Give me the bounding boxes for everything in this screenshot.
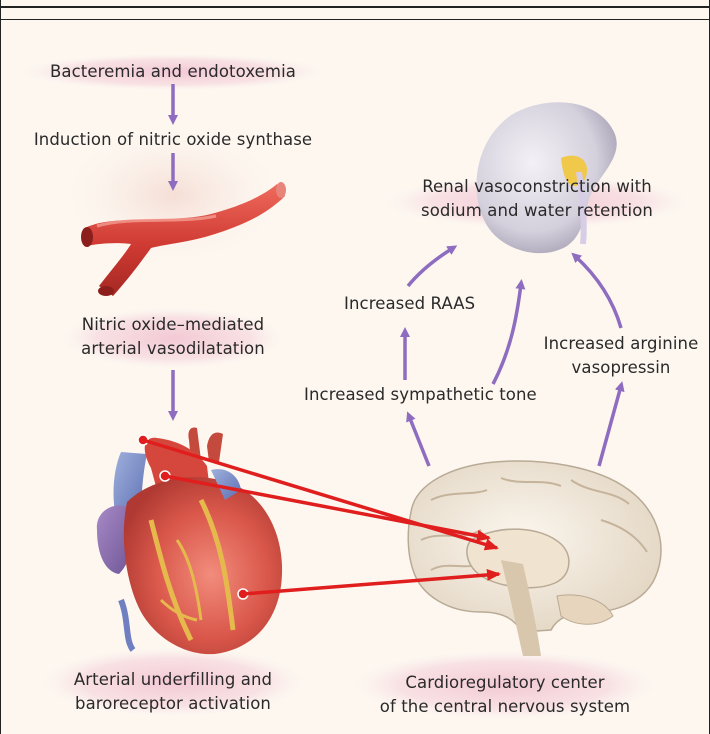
brain-illustration: [408, 461, 661, 656]
label-bacteremia: Bacteremia and endotoxemia: [23, 61, 323, 83]
label-induction: Induction of nitric oxide synthase: [11, 129, 335, 151]
label-sympathetic: Increased sympathetic tone: [304, 384, 537, 406]
label-renal-1: Renal vasoconstriction with: [397, 176, 677, 198]
arrow-avp-to-renal: [575, 256, 621, 328]
arrow-cns-to-avp: [599, 386, 621, 466]
label-raas: Increased RAAS: [344, 293, 475, 315]
heart-illustration: [97, 428, 282, 655]
label-vasodilatation-1: Nitric oxide–mediated: [23, 314, 323, 336]
label-cns-1: Cardioregulatory center: [355, 672, 655, 694]
label-underfilling-2: baroreceptor activation: [23, 693, 323, 715]
label-underfilling-1: Arterial underfilling and: [23, 669, 323, 691]
label-avp-2: vasopressin: [531, 357, 710, 379]
arrow-cns-to-sympathetic: [409, 416, 429, 466]
arrow-raas-to-renal: [408, 248, 453, 286]
arrow-sympathetic-to-renal: [493, 284, 521, 384]
label-renal-2: sodium and water retention: [397, 200, 677, 222]
label-cns-2: of the central nervous system: [355, 696, 655, 718]
label-vasodilatation-2: arterial vasodilatation: [23, 338, 323, 360]
label-avp-1: Increased arginine: [531, 333, 710, 355]
